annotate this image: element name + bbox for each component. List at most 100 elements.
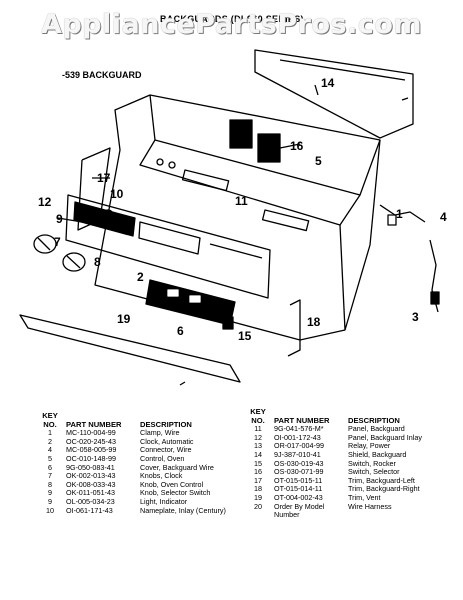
legend-no: 17: [254, 475, 262, 485]
legend-desc: Trim, Backguard-Left: [348, 475, 415, 485]
legend-desc: Wire Harness: [348, 501, 392, 511]
no-header: NO.: [43, 419, 57, 429]
legend-row: 13 OR-017-004-99 Relay, Power: [248, 442, 422, 451]
legend-desc: Control, Oven: [140, 453, 185, 463]
legend-no: 13: [254, 441, 262, 451]
legend-row: 9 OK-011-051-43 Knob, Selector Switch: [40, 489, 226, 498]
legend-desc: Clock, Automatic: [140, 436, 194, 446]
legend-no: 6: [48, 462, 52, 472]
legend-desc: Nameplate, Inlay (Century): [140, 505, 226, 515]
legend-desc: Knob, Oven Control: [140, 479, 204, 489]
legend-no: 1: [48, 428, 52, 438]
legend-part: OS-030-019-43: [274, 458, 324, 468]
legend-desc: Connector, Wire: [140, 445, 192, 455]
legend-desc: Clamp, Wire: [140, 428, 180, 438]
part-inlay-panel: [65, 194, 271, 299]
callout-9: 9: [56, 212, 63, 226]
legend-no: 2: [48, 436, 52, 446]
legend-part: MC-058-005-99: [66, 445, 117, 455]
callout-4: 4: [440, 210, 447, 224]
legend-row: 17 OT-015-015-11 Trim, Backguard-Left: [248, 475, 422, 486]
legend-no: 10: [46, 505, 54, 515]
legend-no: 4: [48, 445, 52, 455]
callout-3: 3: [412, 310, 419, 324]
legend-part: OT-004-002-43: [274, 492, 323, 502]
legend-no: 9: [48, 496, 52, 506]
legend-part: 9J-387-010-41: [274, 449, 321, 459]
legend-desc: Switch, Rocker: [348, 458, 396, 468]
callout-5: 5: [315, 154, 322, 168]
part-shield: [254, 49, 414, 139]
legend-no: 14: [254, 449, 262, 459]
legend-desc: Relay, Power: [348, 441, 391, 451]
legend-row: 12 OI-001-172-43 Panel, Backguard Inlay: [248, 432, 422, 443]
legend-no: 16: [254, 467, 262, 477]
description-header: DESCRIPTION: [348, 415, 400, 425]
legend-part: OT-015-015-11: [274, 475, 323, 485]
callout-10: 10: [110, 187, 124, 201]
legend-no: 7: [48, 471, 52, 481]
legend-part: 9G-050-083-41: [66, 462, 115, 472]
legend-no: 9: [48, 488, 52, 498]
legend-no: 15: [254, 458, 262, 468]
part-rocker-switch: [222, 316, 234, 330]
legend-part: OK-011-051-43: [66, 488, 116, 498]
legend-part: OC-010-148-99: [66, 453, 116, 463]
callout-16: 16: [290, 139, 304, 153]
legend-row: 7 OK-002-013-43 Knobs, Clock: [40, 472, 226, 481]
callout-6: 6: [177, 324, 184, 338]
callout-12: 12: [38, 195, 52, 209]
legend-row: 2 OC-020-245-43 Clock, Automatic: [40, 436, 226, 447]
legend-part: OI-001-172-43: [274, 432, 321, 442]
legend-part: OI-061-171-43: [66, 505, 113, 515]
backguard-subtitle: -539 BACKGUARD: [62, 70, 142, 80]
legend-part: OC-020-245-43: [66, 436, 116, 446]
legend-row: 6 9G-050-083-41 Cover, Backguard Wire: [40, 462, 226, 473]
legend-desc: Panel, Backguard: [348, 424, 405, 434]
legend-part: OS-030-071-99: [274, 467, 324, 477]
legend-no: 18: [254, 484, 262, 494]
callout-14: 14: [321, 76, 335, 90]
part-trim-right: [287, 299, 301, 357]
legend-row: 4 MC-058-005-99 Connector, Wire: [40, 446, 226, 455]
callout-7: 7: [54, 235, 61, 249]
description-header: DESCRIPTION: [140, 419, 192, 429]
callout-19: 19: [117, 312, 131, 326]
legend-part: 9G-041-576-M*: [274, 424, 324, 434]
legend-row: 11 9G-041-576-M* Panel, Backguard: [248, 425, 422, 434]
legend-desc: Knobs, Clock: [140, 471, 183, 481]
legend-desc: Switch, Selector: [348, 467, 400, 477]
callout-15: 15: [238, 329, 252, 343]
legend-desc: Knob, Selector Switch: [140, 488, 211, 498]
part-number-header: PART NUMBER: [66, 419, 122, 429]
callout-8: 8: [94, 255, 101, 269]
legend-no: 12: [254, 432, 262, 442]
legend-desc: Cover, Backguard Wire: [140, 462, 214, 472]
legend-no: 5: [48, 453, 52, 463]
legend-part: OK-002-013-43: [66, 471, 116, 481]
legend-no: 11: [254, 424, 262, 434]
legend-desc: Trim, Vent: [348, 492, 381, 502]
legend-desc: Light, Indicator: [140, 496, 188, 506]
key-header: KEY: [250, 407, 266, 416]
legend-part: OR-017-004-99: [274, 441, 324, 451]
legend-row: 15 OS-030-019-43 Switch, Rocker: [248, 458, 422, 469]
legend-no: 8: [48, 479, 52, 489]
legend-desc: Shield, Backguard: [348, 449, 407, 459]
part-backguard-body: [94, 94, 381, 341]
legend-row: 5 OC-010-148-99 Control, Oven: [40, 453, 226, 464]
legend-part: OT-015-014-11: [274, 484, 323, 494]
legend-desc: Trim, Backguard-Right: [348, 484, 420, 494]
callout-2: 2: [137, 270, 144, 284]
legend-desc: Panel, Backguard Inlay: [348, 432, 422, 442]
part-clock: [145, 279, 236, 326]
part-number-header: PART NUMBER: [274, 415, 330, 425]
callout-17: 17: [97, 171, 111, 185]
